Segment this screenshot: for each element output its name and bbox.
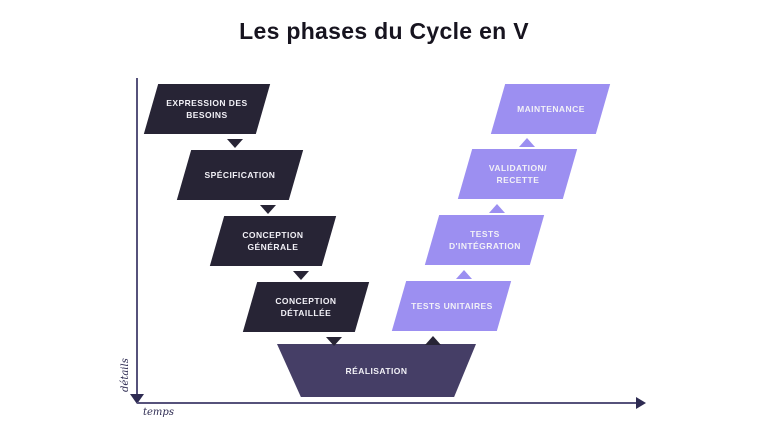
phase-label: CONCEPTION DÉTAILLÉE bbox=[275, 295, 337, 318]
arrow-down-icon bbox=[326, 337, 342, 346]
arrow-up-icon bbox=[489, 204, 505, 213]
phase-validation-recette: VALIDATION/ RECETTE bbox=[457, 149, 578, 199]
phase-label: VALIDATION/ RECETTE bbox=[488, 162, 547, 185]
arrow-up-icon bbox=[425, 336, 441, 345]
phase-conception-detaillee: CONCEPTION DÉTAILLÉE bbox=[242, 282, 370, 332]
arrow-up-icon bbox=[519, 138, 535, 147]
phase-specification: SPÉCIFICATION bbox=[176, 150, 304, 200]
x-axis-label: temps bbox=[143, 407, 174, 418]
y-axis-arrow-icon bbox=[130, 394, 144, 404]
arrow-down-icon bbox=[260, 205, 276, 214]
arrow-down-icon bbox=[293, 271, 309, 280]
phase-label: CONCEPTION GÉNÉRALE bbox=[242, 229, 304, 252]
x-axis-line bbox=[137, 402, 638, 404]
y-axis-line bbox=[136, 78, 138, 396]
y-axis-label: détails bbox=[120, 358, 131, 392]
phase-maintenance: MAINTENANCE bbox=[490, 84, 611, 134]
phase-label: EXPRESSION DES BESOINS bbox=[166, 97, 248, 120]
phase-conception-generale: CONCEPTION GÉNÉRALE bbox=[209, 216, 337, 266]
phase-label: TESTS UNITAIRES bbox=[410, 300, 493, 311]
arrow-down-icon bbox=[227, 139, 243, 148]
x-axis-arrow-icon bbox=[636, 397, 646, 409]
phase-tests-unitaires: TESTS UNITAIRES bbox=[391, 281, 512, 331]
phase-label: TESTS D'INTÉGRATION bbox=[448, 228, 521, 251]
phase-realisation: RÉALISATION bbox=[277, 344, 476, 397]
phase-label: RÉALISATION bbox=[345, 365, 408, 376]
phase-tests-integration: TESTS D'INTÉGRATION bbox=[424, 215, 545, 265]
page-title: Les phases du Cycle en V bbox=[239, 18, 529, 44]
arrow-up-icon bbox=[456, 270, 472, 279]
phase-label: MAINTENANCE bbox=[516, 103, 585, 114]
phase-expression-des-besoins: EXPRESSION DES BESOINS bbox=[143, 84, 271, 134]
phase-label: SPÉCIFICATION bbox=[204, 169, 276, 180]
